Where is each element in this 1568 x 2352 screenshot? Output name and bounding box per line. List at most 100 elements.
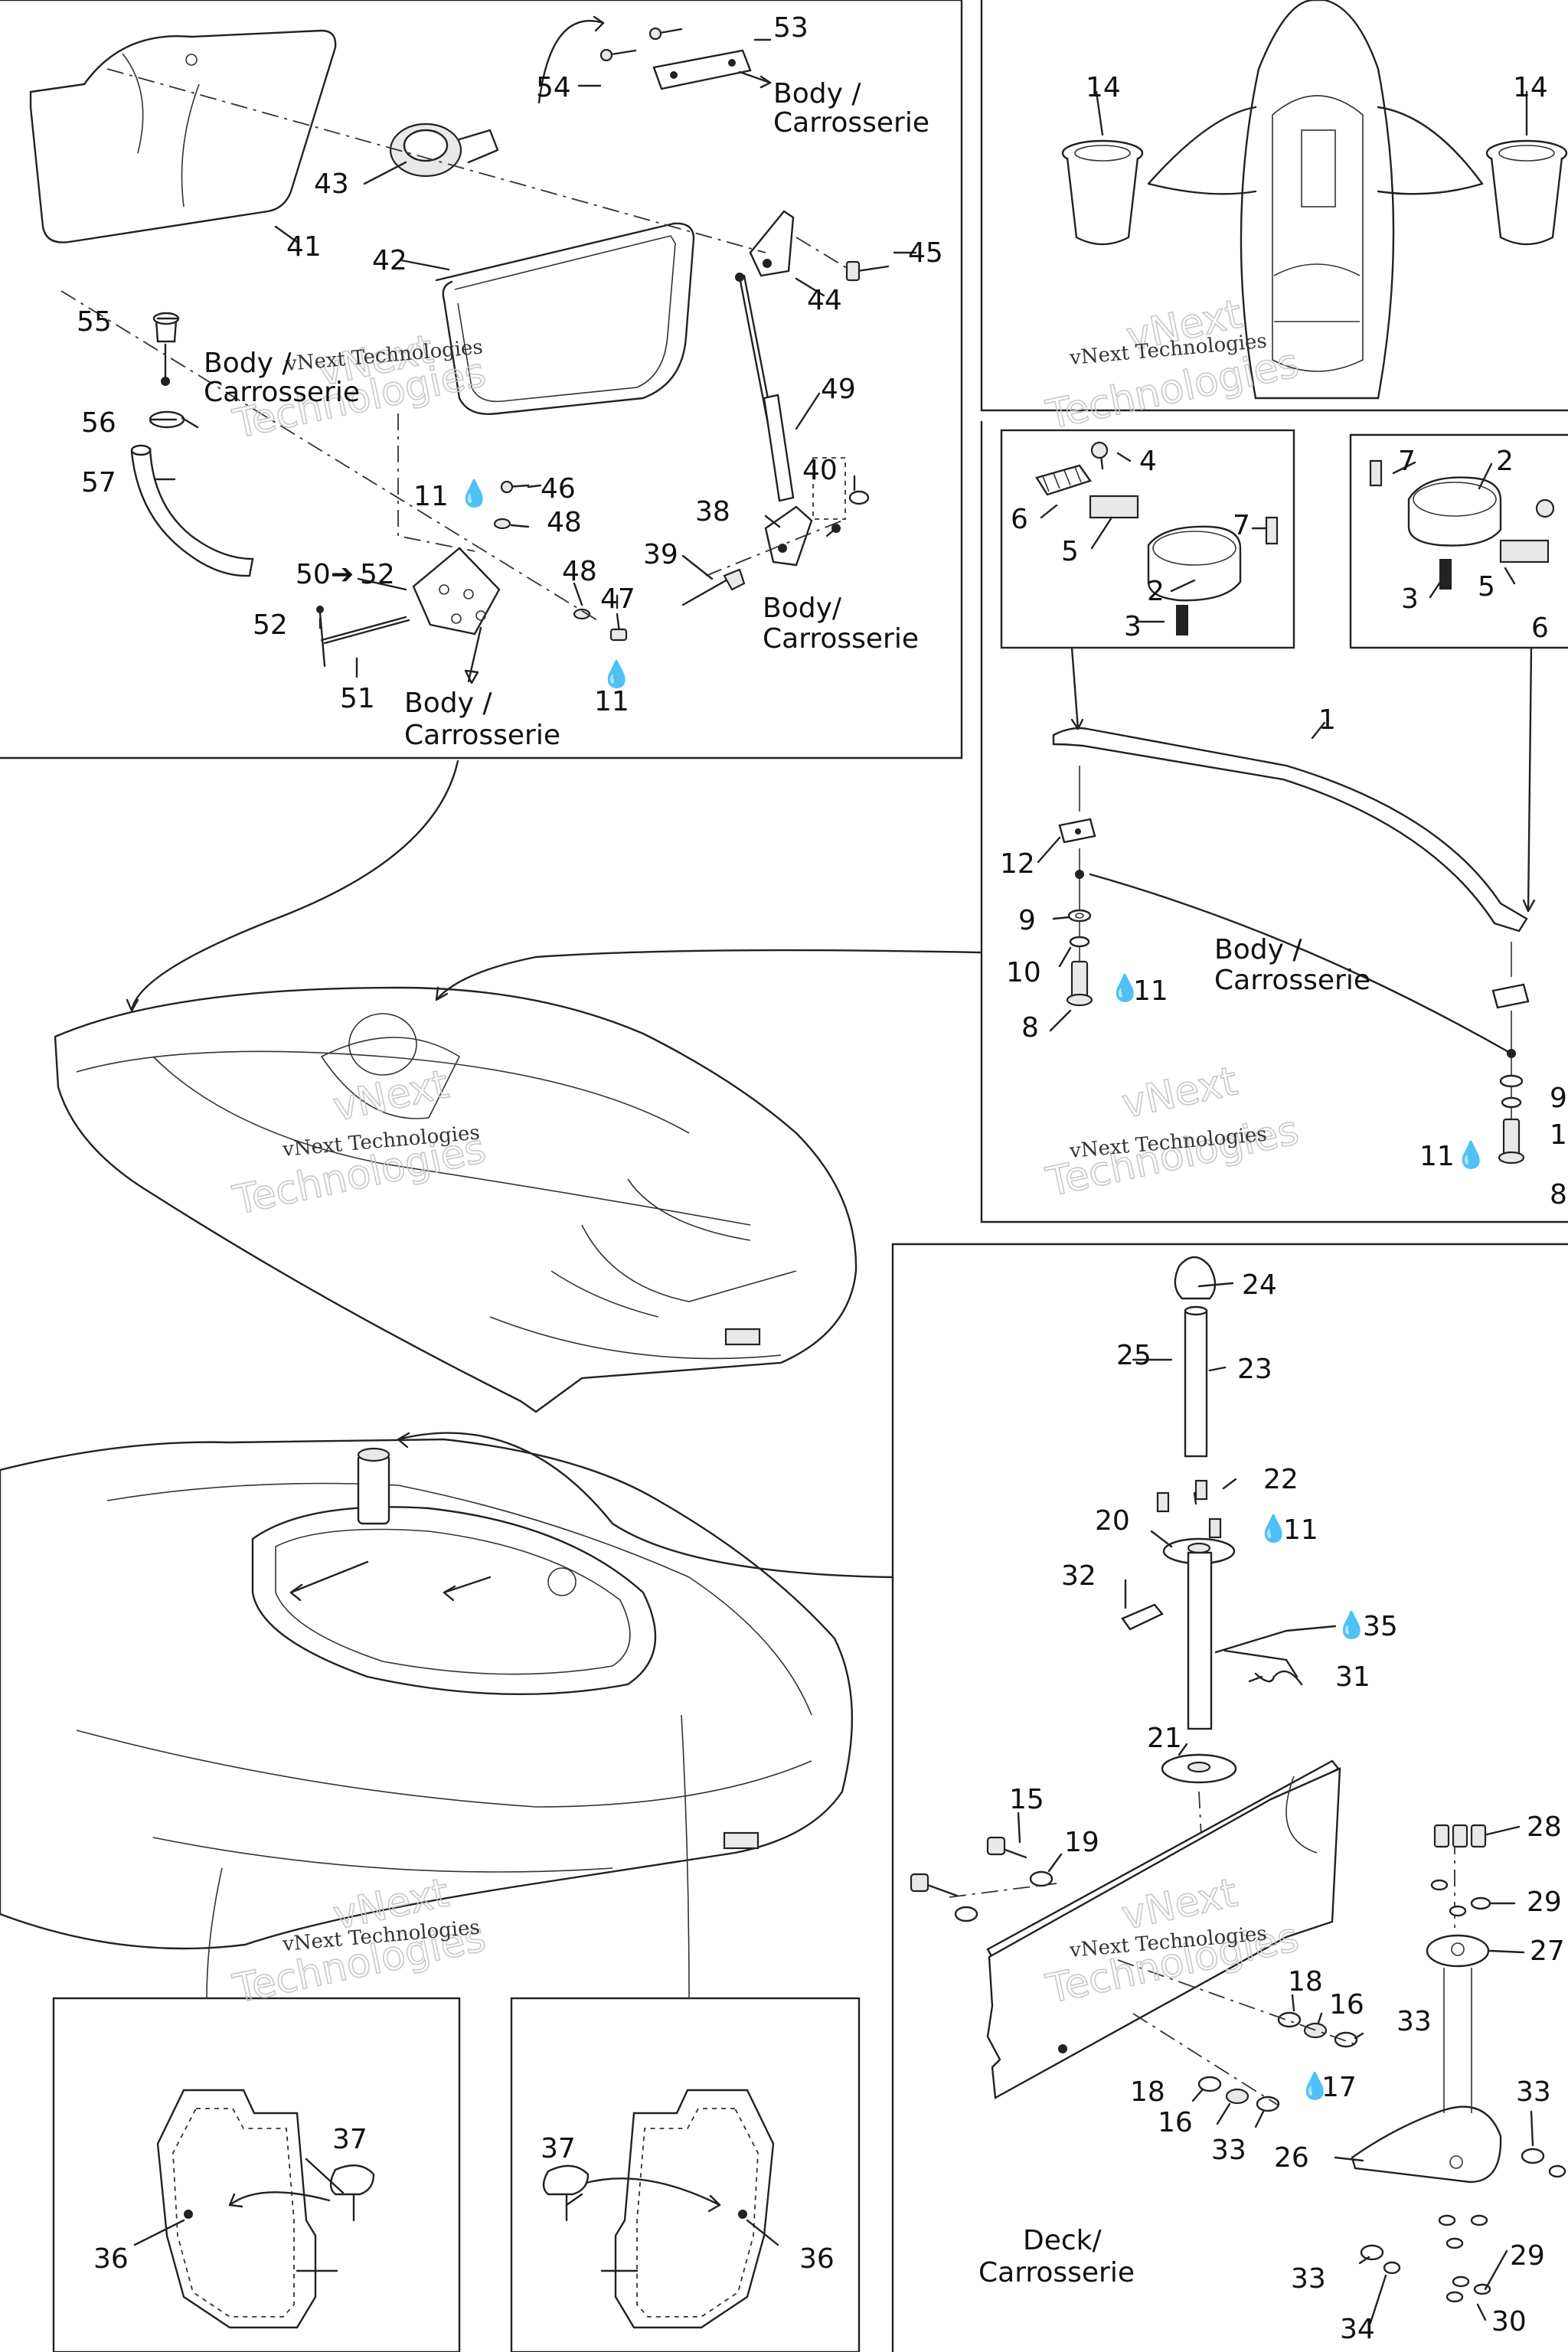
callout-41: 41 bbox=[286, 231, 322, 263]
callout-1: 1 bbox=[1318, 704, 1336, 736]
glue-drop-icon: 💧 bbox=[600, 659, 632, 690]
callout-52: 52 bbox=[360, 559, 395, 590]
glue-drop-icon: 💧 bbox=[1257, 1514, 1289, 1544]
callout-14: 14 bbox=[1513, 72, 1548, 103]
hinge-50 bbox=[412, 547, 501, 635]
callout-7: 7 bbox=[1233, 510, 1250, 541]
callout-28: 28 bbox=[1527, 1811, 1562, 1843]
callout-33: 33 bbox=[1396, 2006, 1432, 2037]
callout-12: 12 bbox=[1000, 848, 1035, 880]
panel-cup-holders bbox=[980, 0, 1568, 412]
callout-29: 29 bbox=[1510, 2240, 1545, 2272]
callout-18: 18 bbox=[1288, 1966, 1323, 1998]
callout-4: 4 bbox=[1139, 446, 1157, 477]
label-carrosserie: Carrosserie bbox=[978, 2257, 1135, 2288]
callout-34: 34 bbox=[1340, 2314, 1375, 2345]
engine-cover-parts bbox=[29, 15, 890, 684]
callout-37: 37 bbox=[541, 2133, 576, 2164]
label-body: Body / bbox=[773, 78, 861, 109]
callout-17: 17 bbox=[1321, 2072, 1357, 2103]
callout-6: 6 bbox=[1531, 612, 1549, 644]
label-carrosserie: Carrosserie bbox=[1214, 965, 1370, 996]
cup-holder-parts bbox=[1061, 0, 1568, 400]
callout-42: 42 bbox=[372, 245, 407, 276]
pin-51 bbox=[320, 616, 407, 642]
latch-2a bbox=[1147, 525, 1242, 602]
callout-52: 52 bbox=[253, 609, 288, 641]
inset-latch-right bbox=[1349, 433, 1568, 649]
callout-49: 49 bbox=[821, 374, 856, 405]
callout-43: 43 bbox=[314, 168, 349, 200]
leader-lines bbox=[133, 38, 1534, 2324]
pylon-base bbox=[357, 1453, 390, 1525]
callout-19: 19 bbox=[1064, 1827, 1099, 1858]
callout-9: 9 bbox=[1018, 905, 1036, 936]
arrow-right-icon: ➔ bbox=[331, 559, 354, 590]
callouts: 53 54 43 41 42 44 45 55 56 57 49 40 38 3… bbox=[77, 12, 1568, 2345]
boat-deck-view bbox=[0, 1438, 853, 1950]
grab-rail bbox=[1052, 727, 1528, 933]
callout-36: 36 bbox=[93, 2243, 129, 2275]
plate-27 bbox=[1426, 1934, 1490, 1968]
clip-37a bbox=[329, 2164, 375, 2196]
tube-20 bbox=[1187, 1551, 1213, 1730]
bracket-44 bbox=[749, 210, 795, 277]
label-carrosserie: Carrosserie bbox=[404, 720, 560, 751]
panel-grab-handle bbox=[980, 421, 1568, 1223]
panel-engine-cover bbox=[0, 0, 963, 760]
callout-8: 8 bbox=[1021, 1012, 1039, 1044]
plate-53 bbox=[652, 49, 752, 90]
label-carrosserie: Carrosserie bbox=[204, 377, 360, 408]
callout-47: 47 bbox=[600, 583, 635, 615]
callout-11: 11 bbox=[1133, 975, 1168, 1007]
watermark-vnext: vNext bbox=[1118, 1058, 1241, 1127]
label-body: Body / bbox=[1214, 934, 1302, 965]
bracket-26 bbox=[1351, 2105, 1502, 2184]
callout-39: 39 bbox=[643, 539, 678, 570]
callout-38: 38 bbox=[695, 496, 730, 528]
callout-30: 30 bbox=[1491, 2306, 1527, 2337]
callout-26: 26 bbox=[1274, 2142, 1309, 2174]
callout-57: 57 bbox=[81, 467, 116, 498]
callout-51: 51 bbox=[340, 683, 375, 714]
callout-11: 11 bbox=[413, 481, 449, 512]
callout-3: 3 bbox=[1401, 583, 1419, 615]
panel-ski-pylon bbox=[891, 1243, 1568, 2352]
callout-50: 50 bbox=[296, 559, 331, 590]
label-carrosserie: Carrosserie bbox=[773, 107, 929, 139]
callout-3: 3 bbox=[1124, 611, 1142, 642]
glue-drop-icon: 💧 bbox=[458, 479, 490, 509]
cup-holder-right bbox=[1485, 139, 1568, 246]
callout-29: 29 bbox=[1527, 1886, 1562, 1918]
detail-inset-left bbox=[156, 2089, 375, 2329]
label-carrosserie: Carrosserie bbox=[763, 623, 919, 655]
label-body: Body / bbox=[204, 348, 292, 379]
callout-27: 27 bbox=[1530, 1936, 1565, 1967]
callout-54: 54 bbox=[536, 72, 571, 103]
callout-11: 11 bbox=[594, 686, 629, 717]
latch-2b bbox=[1407, 476, 1502, 547]
panel-detail-right bbox=[510, 1997, 861, 2352]
label-deck: Deck/ bbox=[1023, 2225, 1102, 2256]
callout-36: 36 bbox=[799, 2243, 835, 2275]
callout-33: 33 bbox=[1211, 2135, 1246, 2166]
callout-40: 40 bbox=[802, 455, 838, 486]
clip-37b bbox=[542, 2164, 590, 2196]
bracket-38 bbox=[764, 505, 813, 567]
pin-32 bbox=[1121, 1603, 1164, 1631]
gasket-frame bbox=[435, 222, 695, 415]
glue-drop-icon: 💧 bbox=[1298, 2071, 1331, 2102]
detail-inset-right bbox=[542, 2089, 775, 2329]
callout-55: 55 bbox=[77, 306, 112, 338]
callout-31: 31 bbox=[1335, 1661, 1370, 1693]
callout-8: 8 bbox=[1550, 1179, 1567, 1210]
callout-20: 20 bbox=[1095, 1505, 1130, 1537]
bar-5a bbox=[1089, 495, 1139, 519]
callout-21: 21 bbox=[1147, 1723, 1182, 1754]
callout-48: 48 bbox=[562, 556, 597, 587]
callout-33: 33 bbox=[1291, 2263, 1326, 2295]
cap-24 bbox=[1174, 1256, 1217, 1300]
hose-57 bbox=[130, 447, 254, 577]
callout-32: 32 bbox=[1061, 1560, 1096, 1592]
